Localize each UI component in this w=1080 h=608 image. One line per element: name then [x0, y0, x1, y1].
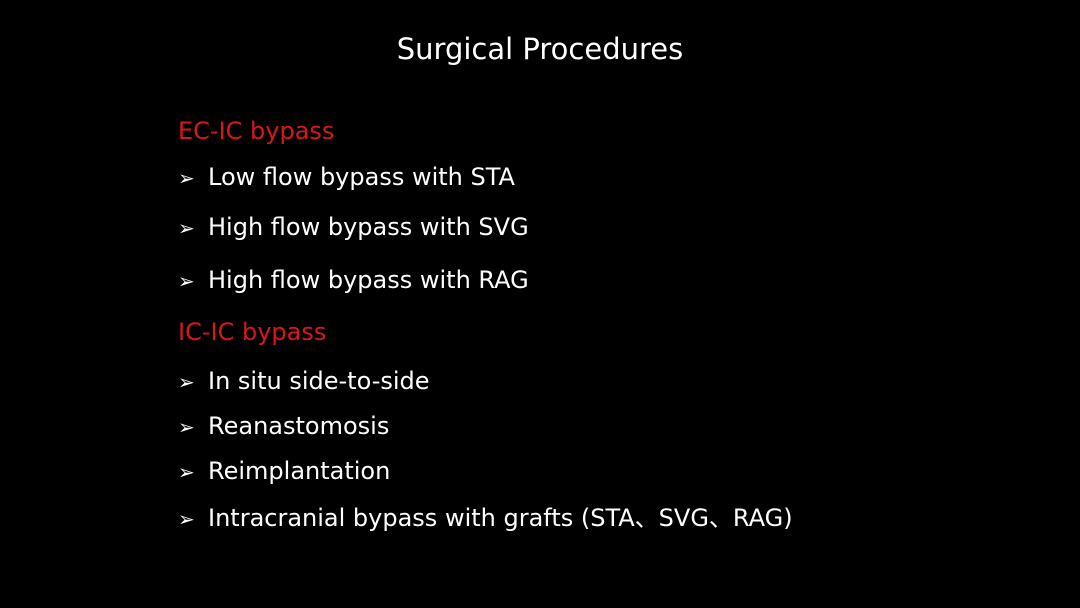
list-item-text: Reanastomosis: [208, 412, 390, 440]
arrow-bullet-icon: ➢: [178, 269, 195, 293]
list-item: ➢ Intracranial bypass with grafts (STA、SV…: [178, 503, 793, 534]
list-item: ➢ High flow bypass with RAG: [178, 265, 529, 296]
list-item-text: Intracranial bypass with grafts (STA、SVG…: [208, 504, 793, 532]
arrow-bullet-icon: ➢: [178, 415, 195, 439]
arrow-bullet-icon: ➢: [178, 370, 195, 394]
arrow-bullet-icon: ➢: [178, 166, 195, 190]
list-item-text: High flow bypass with SVG: [208, 213, 529, 241]
section-heading-ic-ic: IC-IC bypass: [178, 318, 327, 346]
list-item: ➢ In situ side-to-side: [178, 366, 430, 397]
arrow-bullet-icon: ➢: [178, 460, 195, 484]
list-item: ➢ Reimplantation: [178, 456, 390, 487]
list-item-text: In situ side-to-side: [208, 367, 430, 395]
list-item: ➢ Reanastomosis: [178, 411, 389, 442]
arrow-bullet-icon: ➢: [178, 507, 195, 531]
list-item: ➢ High flow bypass with SVG: [178, 212, 529, 243]
slide-title: Surgical Procedures: [396, 32, 684, 66]
list-item: ➢ Low flow bypass with STA: [178, 162, 515, 193]
section-heading-ec-ic: EC-IC bypass: [178, 117, 335, 145]
list-item-text: Low flow bypass with STA: [208, 163, 515, 191]
arrow-bullet-icon: ➢: [178, 216, 195, 240]
list-item-text: Reimplantation: [208, 457, 391, 485]
list-item-text: High flow bypass with RAG: [208, 266, 529, 294]
